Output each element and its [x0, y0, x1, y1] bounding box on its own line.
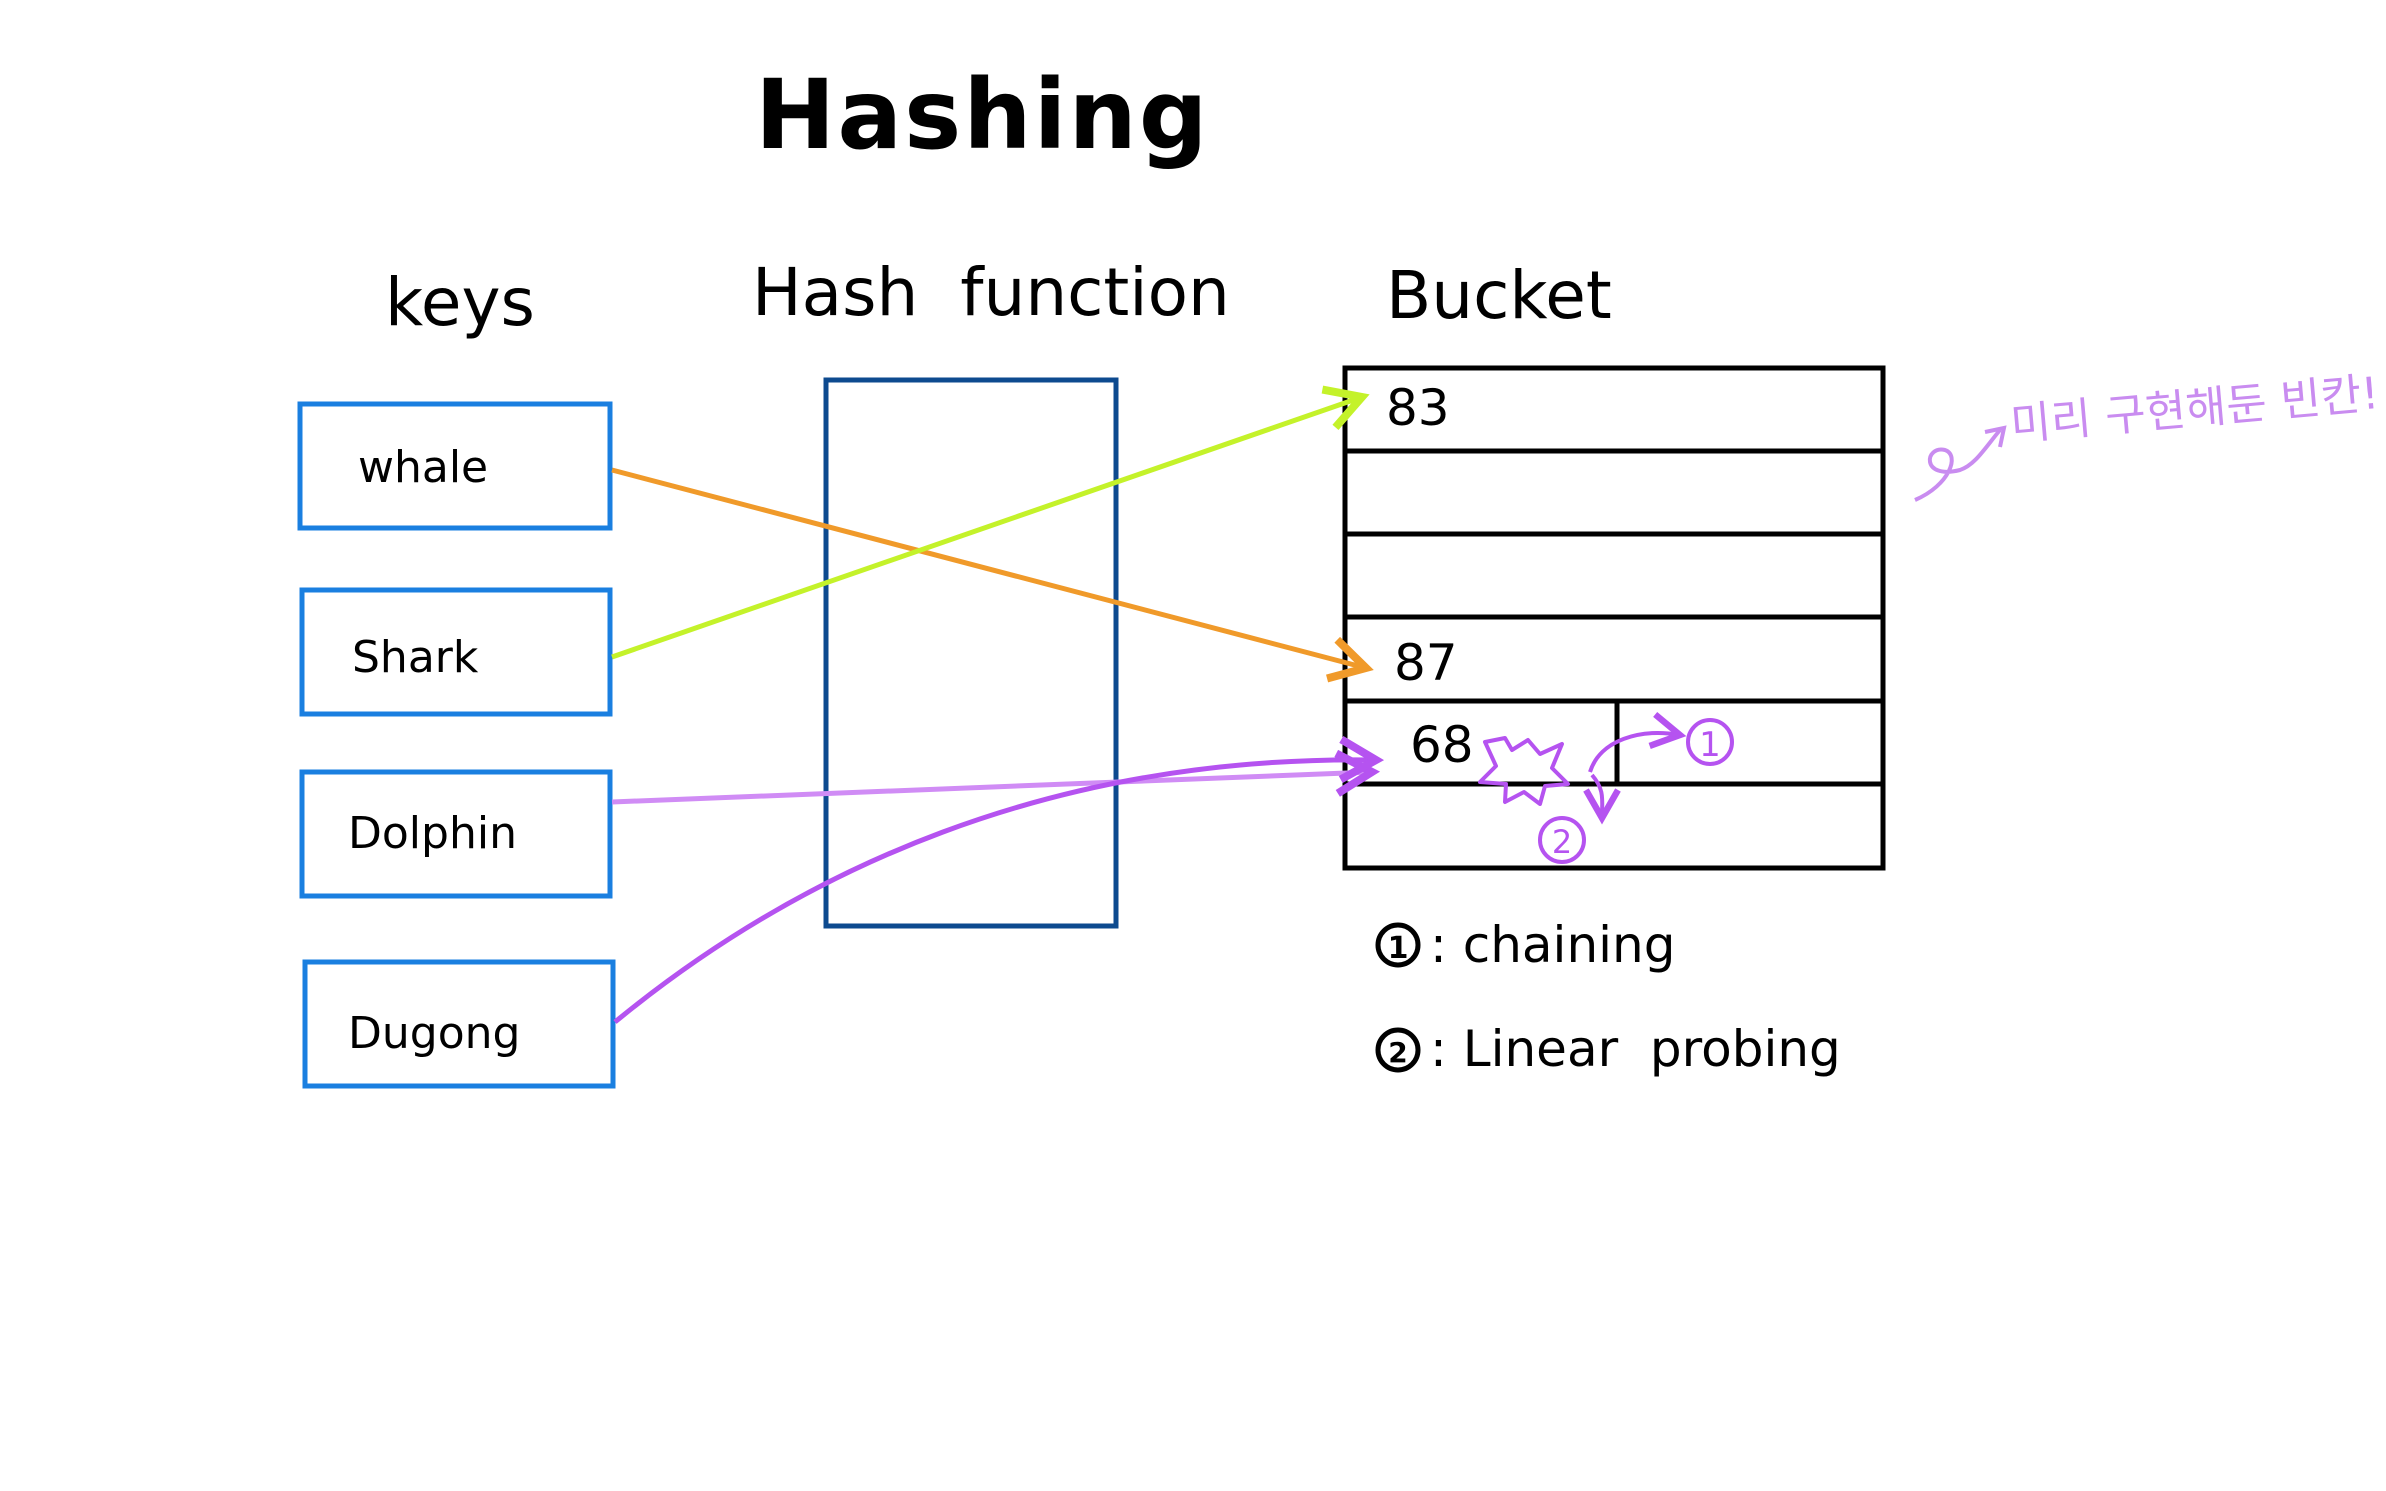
key-box-shark: Shark [299, 587, 613, 717]
key-label: whale [358, 442, 488, 493]
probing-marker-icon [1538, 816, 1586, 864]
legend-text-chaining: : chaining [1430, 916, 1675, 974]
chaining-marker-text: 1 [1699, 725, 1721, 765]
bucket-slot-3: 87 [1394, 634, 1458, 692]
collision-burst-icon [1478, 736, 1570, 806]
legend-text-linear-probing: : Linear probing [1430, 1020, 1841, 1078]
key-box-dolphin: Dolphin [299, 769, 613, 899]
legend: 1 : chaining 2 : Linear probing [1375, 916, 1841, 1078]
probing-arrow [1583, 773, 1621, 825]
bucket-slot-0: 83 [1386, 379, 1450, 437]
legend-marker-1-text: 1 [1388, 931, 1409, 966]
chaining-arrow [1588, 711, 1687, 773]
legend-item-chaining: 1 : chaining [1375, 916, 1675, 974]
key-box-dugong: Dugong [302, 959, 616, 1089]
legend-marker-2-icon [1375, 1027, 1421, 1073]
key-label: Shark [352, 632, 479, 683]
bucket-table [1342, 365, 1886, 871]
key-label: Dolphin [348, 808, 517, 859]
side-note: 미리 구현해둔 빈칸! [2009, 368, 2381, 451]
arrow-dugong-to-68 [613, 736, 1385, 1024]
bucket-slot-4: 68 [1410, 716, 1474, 774]
keys-heading: keys [385, 264, 535, 341]
arrow-dolphin-to-68 [611, 749, 1381, 805]
arrow-shark-to-83 [611, 385, 1370, 660]
probing-marker-text: 2 [1552, 823, 1572, 861]
hash-function-heading: Hash function [752, 254, 1230, 331]
note-arrowhead-icon [1984, 425, 2007, 448]
arrow-whale-to-87 [611, 467, 1374, 683]
legend-item-linear-probing: 2 : Linear probing [1375, 1020, 1841, 1078]
key-box-whale: whale [297, 401, 613, 531]
legend-marker-2-text: 2 [1388, 1036, 1407, 1069]
page-title: Hashing [755, 59, 1210, 171]
hash-function-box [823, 377, 1119, 929]
chaining-marker-icon [1686, 718, 1734, 766]
key-label: Dugong [348, 1008, 520, 1059]
bucket-heading: Bucket [1386, 257, 1612, 334]
note-squiggle-arrow [1914, 428, 2002, 502]
keys-column: whale Shark Dolphin Dugong [297, 401, 616, 1089]
legend-marker-1-icon [1375, 922, 1421, 968]
